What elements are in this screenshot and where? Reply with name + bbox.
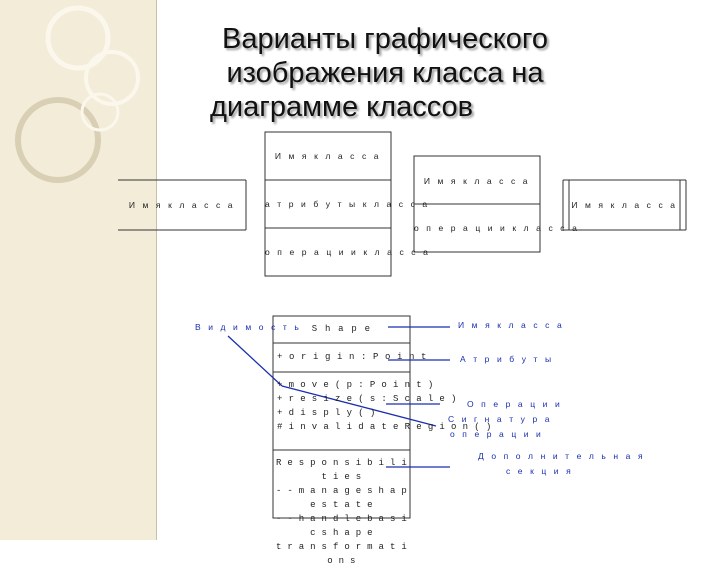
operation-line: + r e s i z e ( s : S c a l e ) (277, 394, 457, 404)
shape-class-name: S h a p e (311, 324, 372, 334)
ops-class-name: И м я к л а с с а (423, 176, 531, 186)
full-class-attributes: а т р и б у т ы к л а с с а (265, 199, 430, 209)
shape-class-operations: + m o v e ( p : P o i n t ) + r e s i z … (277, 378, 492, 434)
responsibility-line: - - h a n d l e b a s i c s h a p e (275, 514, 408, 538)
decorative-circles (15, 5, 140, 183)
annotation-signature: С и г н а т у р а (448, 414, 553, 424)
responsibility-line: R e s p o n s i b i l i t i e s (275, 458, 408, 482)
decorative-sidebar (0, 0, 157, 540)
ops-class-operations: о п е р а ц и и к л а с с а (414, 223, 580, 233)
annotation-extra-section: Д о п о л н и т е л ь н а я (478, 451, 646, 461)
annotation-operations: О п е р а ц и и (467, 399, 563, 409)
operation-line: # i n v a l i d a t e R e g i o n ( ) (277, 422, 492, 432)
full-class-name: И м я к л а с с а (274, 151, 382, 161)
shape-class-attribute: + o r i g i n : P o i n t (277, 352, 428, 362)
annotation-signature-operations: о п е р а ц и и (450, 429, 544, 439)
operation-line: + m o v e ( p : P o i n t ) (277, 380, 434, 390)
annotation-class-name: И м я к л а с с а (458, 320, 565, 330)
shape-class-responsibilities: R e s p o n s i b i l i t i e s - - m a … (273, 456, 410, 568)
operation-line: + d i s p l y ( ) (277, 408, 376, 418)
active-class-name: И м я к л а с с а (571, 200, 678, 210)
annotation-attributes: А т р и б у т ы (460, 354, 554, 364)
slide-title: Варианты графического изображения класса… (210, 23, 548, 123)
diagram-shapes (118, 131, 687, 519)
full-class-operations: о п е р а ц и и к л а с с а (265, 247, 431, 257)
simple-class-name: И м я к л а с с а (128, 200, 236, 210)
annotation-extra-section-2: с е к ц и я (506, 466, 574, 476)
responsibility-line: - - m a n a g e s h a p e s t a t e (275, 486, 408, 510)
annotation-visibility: В и д и м о с т ь (195, 322, 302, 332)
responsibility-line: t r a n s f o r m a t i o n s (275, 542, 408, 566)
